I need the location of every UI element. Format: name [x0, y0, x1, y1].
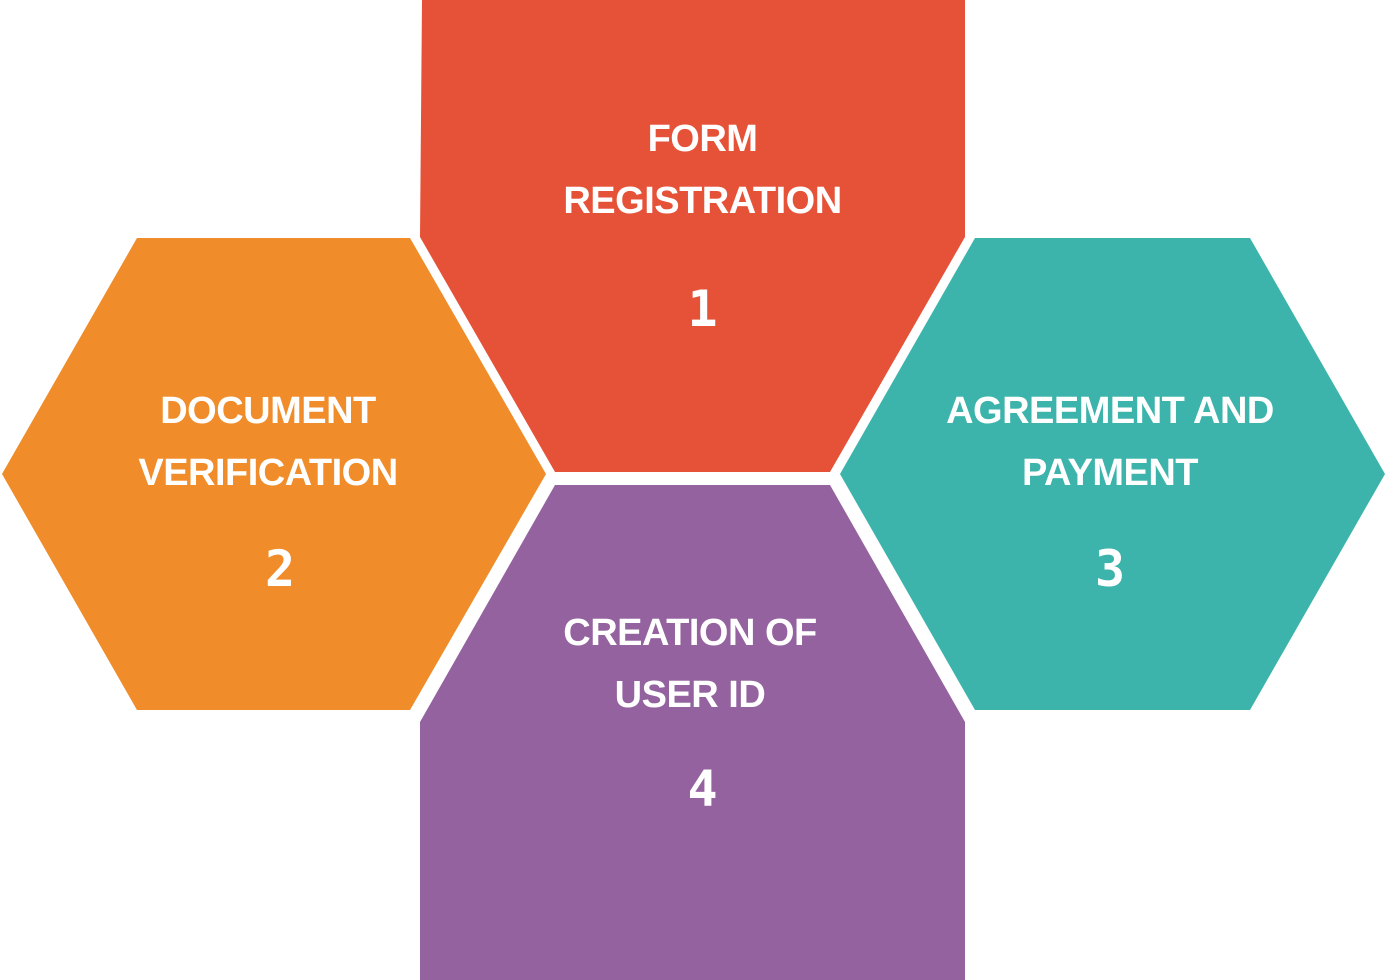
step-1-hexagon — [420, 0, 965, 472]
step-4-title-line2: USER ID — [614, 674, 766, 716]
step-2-title-line2: VERIFICATION — [138, 452, 398, 494]
step-3-title-line1: AGREEMENT AND — [946, 390, 1274, 432]
step-4-title: CREATION OF USER ID — [420, 602, 960, 726]
step-2-hexagon — [2, 238, 546, 710]
step-3-title: AGREEMENT AND PAYMENT — [840, 380, 1380, 504]
step-1-title-line1: FORM — [647, 118, 758, 160]
step-2-number: 2 — [264, 540, 296, 598]
step-3-number: 3 — [1094, 540, 1126, 598]
step-4-hexagon — [420, 485, 965, 980]
step-1-title-line2: REGISTRATION — [563, 180, 842, 222]
step-2-title-line1: DOCUMENT — [160, 390, 376, 432]
step-3-hexagon — [840, 238, 1385, 710]
step-1-number: 1 — [687, 280, 718, 338]
step-3-title-line2: PAYMENT — [1022, 452, 1198, 494]
step-2-title: DOCUMENT VERIFICATION — [0, 380, 536, 504]
step-4-number: 4 — [687, 760, 718, 818]
step-4-title-line1: CREATION OF — [563, 612, 817, 654]
step-1-title: FORM REGISTRATION — [420, 108, 985, 232]
